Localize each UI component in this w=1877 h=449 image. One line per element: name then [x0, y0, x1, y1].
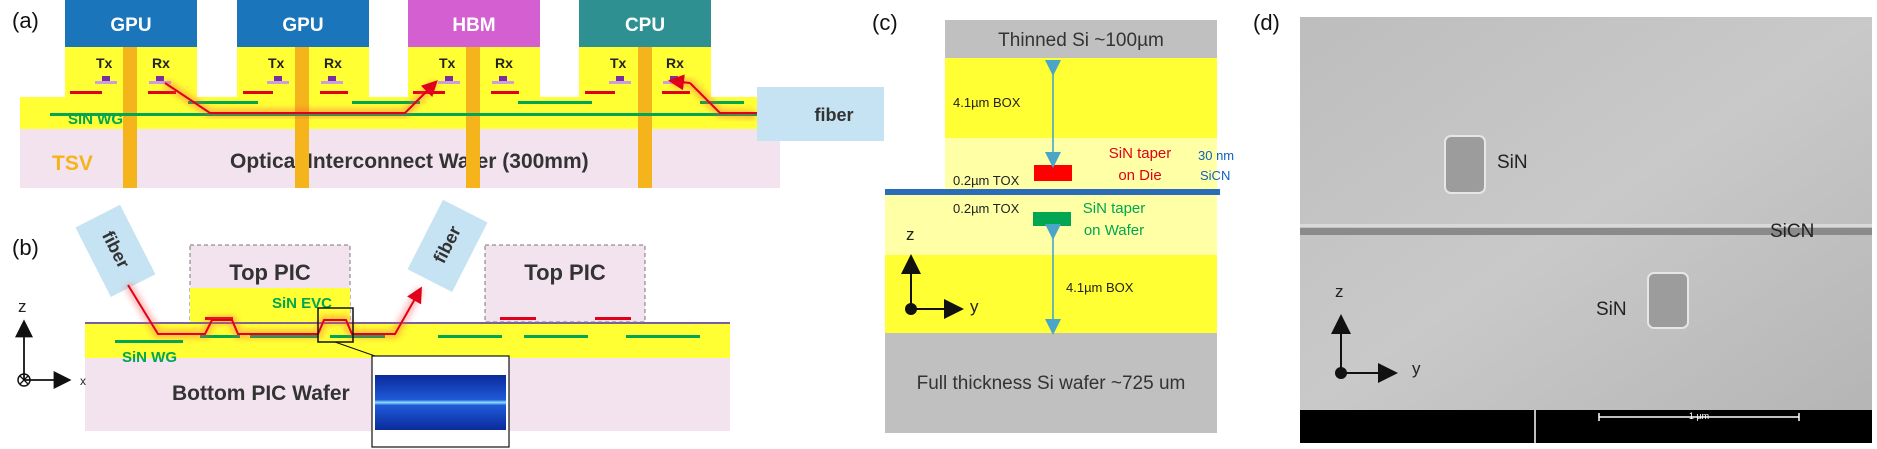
- fiber-block-left: fiber: [75, 204, 156, 297]
- top-pic-1: Top PIC SiN EVC: [189, 244, 351, 323]
- box-top-label: 4.1µm BOX: [953, 95, 1021, 110]
- panel-c-label: (c): [872, 10, 898, 35]
- taper-wafer-label-2: on Wafer: [1084, 222, 1144, 239]
- svg-text:Rx: Rx: [152, 55, 170, 71]
- sin-top-label: SiN: [1497, 152, 1528, 173]
- fiber-label-a: fiber: [814, 105, 853, 125]
- fiber-block-right: fiber: [407, 199, 488, 292]
- svg-text:Tx: Tx: [96, 55, 113, 71]
- panel-d-label: (d): [1253, 10, 1280, 35]
- chip-gpu-1-label: GPU: [110, 15, 151, 36]
- bottom-waveguide-layer: [85, 322, 730, 358]
- full-si-wafer: [885, 333, 1217, 433]
- axis-d-z: z: [1335, 282, 1344, 301]
- top-pic-1-label: Top PIC: [229, 260, 311, 285]
- box-bottom: [885, 255, 1217, 333]
- svg-text:Rx: Rx: [666, 55, 684, 71]
- box-bottom-label: 4.1µm BOX: [1066, 280, 1134, 295]
- thinned-si: [945, 20, 1217, 58]
- axes-d: z y: [1331, 282, 1421, 383]
- axes-c: z y: [901, 225, 979, 319]
- sin-bottom-label: SiN: [1596, 299, 1627, 320]
- sicn-label-2: SiCN: [1200, 168, 1230, 183]
- taper-die-label-1: SiN taper: [1109, 145, 1172, 162]
- sicn-layer: [885, 189, 1220, 195]
- sicn-label: SiCN: [1770, 221, 1814, 242]
- full-si-wafer-label: Full thickness Si wafer ~725 um: [917, 373, 1186, 394]
- sin-wg-label-b: SiN WG: [122, 349, 177, 366]
- box-top: [945, 58, 1217, 138]
- panel-d: (d) SiN SiCN SiN z y 1 µm: [1253, 10, 1872, 443]
- sin-core-bottom: [1647, 272, 1689, 329]
- taper-wafer-label-1: SiN taper: [1083, 200, 1146, 217]
- chip-gpu-2-label: GPU: [282, 15, 323, 36]
- axis-b-z: z: [18, 297, 27, 316]
- optical-path-gpu-hbm: [164, 80, 438, 114]
- axis-c-y: y: [970, 297, 979, 316]
- svg-text:Rx: Rx: [324, 55, 342, 71]
- sin-evc-label: SiN EVC: [272, 295, 332, 312]
- axis-b-x: x: [80, 374, 86, 388]
- scale-bar-label: 1 µm: [1689, 411, 1709, 421]
- tox-top: [945, 138, 1217, 190]
- tsv-label: TSV: [52, 152, 93, 175]
- svg-text:Rx: Rx: [495, 55, 513, 71]
- tsv-pillars: [123, 47, 652, 188]
- sin-wg-label: SiN WG: [68, 111, 123, 128]
- panel-a: (a) Optical Interconnect Wafer (300mm) T…: [12, 0, 884, 188]
- tox-bottom-label: 0.2µm TOX: [953, 201, 1020, 216]
- taper-wafer: [1033, 212, 1071, 226]
- txrx-labels: Tx Rx Tx Rx Tx Rx Tx Rx: [96, 55, 684, 71]
- fiber-block-a: [757, 87, 884, 141]
- optical-path-b: [127, 284, 422, 335]
- optical-path-fiber: [689, 82, 755, 114]
- svg-text:Tx: Tx: [439, 55, 456, 71]
- sicn-interface: [1300, 228, 1872, 235]
- panel-b-label: (b): [12, 235, 39, 260]
- panel-a-label: (a): [12, 8, 39, 33]
- axis-c-z: z: [906, 225, 915, 244]
- thinned-si-label: Thinned Si ~100µm: [998, 30, 1164, 51]
- axes-b: z x: [15, 297, 86, 389]
- panel-b: (b) Bottom PIC Wafer Top PIC SiN EVC Top…: [12, 199, 730, 448]
- svg-text:Tx: Tx: [268, 55, 285, 71]
- bottom-wafer-label: Bottom PIC Wafer: [172, 382, 350, 405]
- svg-text:Tx: Tx: [610, 55, 627, 71]
- taper-die-label-2: on Die: [1118, 167, 1161, 184]
- sem-info-bar: [1300, 410, 1872, 443]
- sicn-label-1: 30 nm: [1198, 148, 1234, 163]
- tox-top-label: 0.2µm TOX: [953, 173, 1020, 188]
- axis-d-y: y: [1412, 359, 1421, 378]
- chip-cpu-label: CPU: [625, 15, 665, 36]
- taper-die: [1034, 165, 1072, 181]
- top-pic-2: Top PIC: [484, 244, 646, 323]
- panel-c: (c) Thinned Si ~100µm 4.1µm BOX 0.2µm TO…: [872, 10, 1234, 433]
- wafer-label: Optical Interconnect Wafer (300mm): [230, 150, 589, 173]
- chip-hbm-label: HBM: [452, 15, 495, 36]
- top-pic-2-label: Top PIC: [524, 260, 606, 285]
- sin-core-top: [1444, 135, 1486, 194]
- sem-image: [1300, 17, 1872, 410]
